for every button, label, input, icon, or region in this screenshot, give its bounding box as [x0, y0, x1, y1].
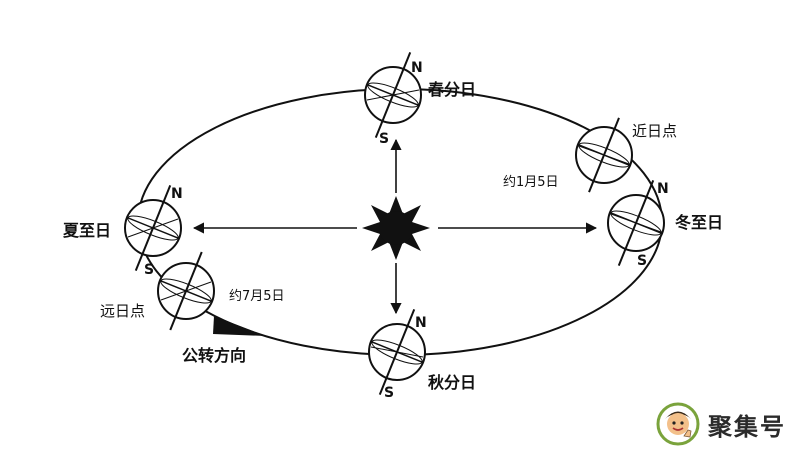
south-label-summer: S — [144, 262, 154, 278]
perihelion-label: 近日点 — [632, 122, 677, 140]
revolution-arrow-icon — [213, 316, 266, 336]
brand-name: 聚集号 — [708, 411, 786, 441]
earth-summer-solstice — [124, 184, 182, 272]
cartoon-face-thumbs-up-icon — [656, 402, 700, 446]
brand-watermark: 聚集号 — [656, 402, 786, 446]
winter-solstice-label: 冬至日 — [675, 213, 723, 232]
earth-spring-equinox — [364, 51, 422, 139]
south-label-winter: S — [637, 253, 647, 269]
north-label-spring: N — [411, 60, 423, 76]
spring-equinox-label: 春分日 — [427, 80, 476, 99]
aphelion-date: 约7月5日 — [229, 289, 285, 304]
summer-solstice-label: 夏至日 — [62, 221, 111, 240]
perihelion-date: 约1月5日 — [503, 175, 559, 190]
autumn-equinox-label: 秋分日 — [428, 373, 476, 392]
north-label-autumn: N — [415, 315, 427, 331]
earth-perihelion — [575, 117, 633, 193]
sun-icon — [362, 196, 430, 260]
south-label-autumn: S — [384, 385, 394, 401]
revolution-direction-label: 公转方向 — [182, 346, 246, 365]
earth-winter-solstice — [607, 179, 665, 267]
south-label-spring: S — [379, 131, 389, 147]
earth-aphelion — [157, 251, 215, 331]
aphelion-label: 远日点 — [100, 302, 145, 320]
earth-autumn-equinox — [368, 308, 426, 396]
north-label-summer: N — [171, 186, 183, 202]
north-label-winter: N — [657, 181, 669, 197]
